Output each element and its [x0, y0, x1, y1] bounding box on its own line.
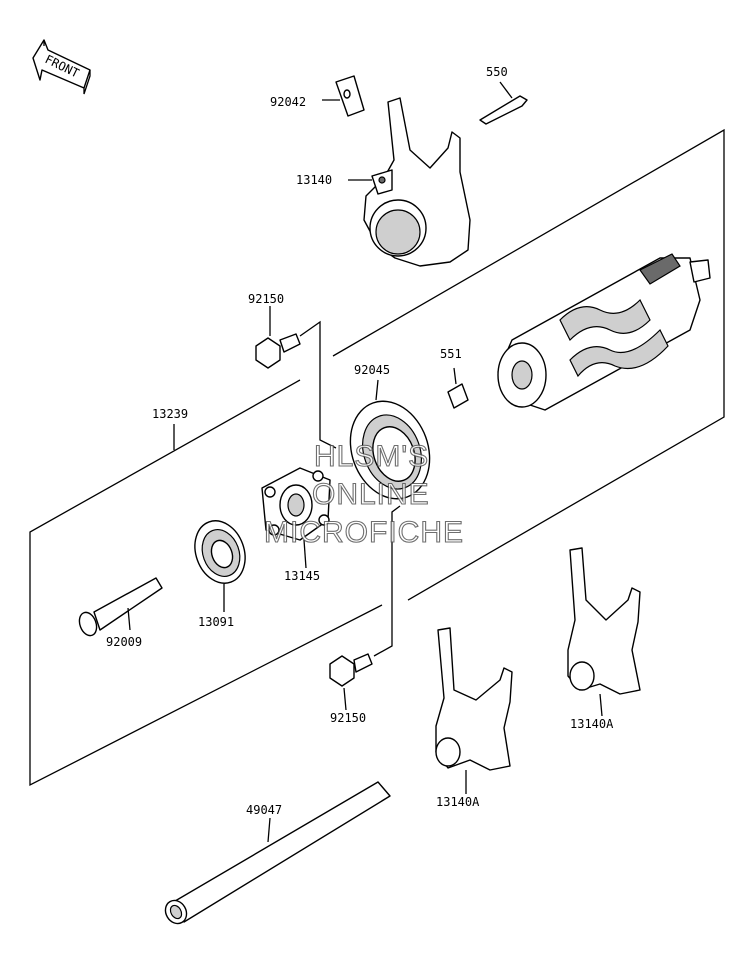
part-92009-screw: [78, 577, 163, 637]
part-92150-bolt-bottom: [329, 505, 401, 711]
group-frame-left: [29, 379, 383, 787]
part-92045-bearing: [349, 379, 431, 500]
label-13091: 13091: [198, 615, 234, 629]
watermark: HLSM'S ONLINE MICROFICHE: [263, 439, 464, 549]
front-arrow-icon: FRONT: [32, 39, 91, 95]
label-92042: 92042: [270, 95, 306, 109]
part-13140A-fork-right: [567, 547, 641, 717]
part-13140-shift-fork: [348, 97, 471, 267]
label-13140: 13140: [296, 173, 332, 187]
label-13140A-right: 13140A: [570, 717, 614, 731]
label-13145: 13145: [284, 569, 320, 583]
part-92150-bolt-top: [255, 306, 337, 449]
part-shift-drum: [497, 253, 711, 411]
label-49047: 49047: [246, 803, 282, 817]
part-13145-holder: [261, 467, 331, 569]
watermark-line3: MICROFICHE: [264, 516, 464, 549]
label-13140A-left: 13140A: [436, 795, 480, 809]
label-550: 550: [486, 65, 508, 79]
part-49047-shaft: [164, 781, 391, 925]
label-92045: 92045: [354, 363, 390, 377]
group-frame-right: [332, 128, 725, 601]
watermark-line1: HLSM'S: [314, 440, 429, 473]
part-92042-pin: [322, 75, 365, 117]
part-13140A-fork-left: [435, 627, 513, 794]
part-13091-plate: [194, 520, 246, 612]
part-550-cotter-pin: [479, 81, 528, 125]
watermark-line2: ONLINE: [312, 478, 430, 511]
label-13239: 13239: [152, 407, 188, 421]
label-92150-top: 92150: [248, 292, 284, 306]
label-551: 551: [440, 347, 462, 361]
part-551-pin: [447, 367, 469, 409]
label-92150-bottom: 92150: [330, 711, 366, 725]
label-92009: 92009: [106, 635, 142, 649]
